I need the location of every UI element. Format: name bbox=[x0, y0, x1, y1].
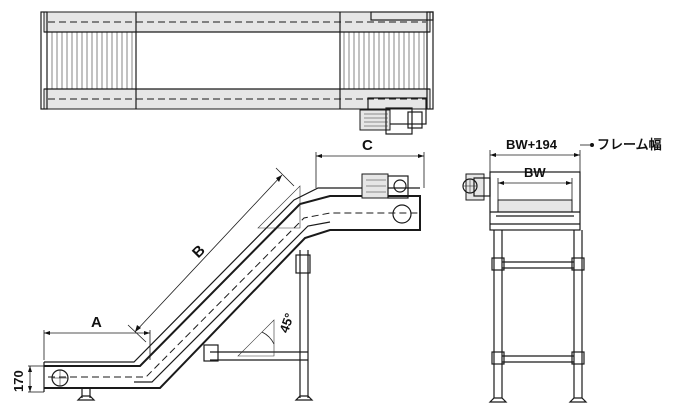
dim-belt-width-label: BW bbox=[524, 165, 546, 180]
side-stands bbox=[76, 250, 314, 401]
plan-slats-right bbox=[343, 32, 425, 89]
end-view bbox=[462, 171, 588, 403]
dim-a-label: A bbox=[91, 314, 102, 331]
head-pulley bbox=[392, 204, 412, 224]
side-motor bbox=[361, 173, 409, 199]
side-view bbox=[43, 173, 421, 401]
plan-view bbox=[40, 11, 434, 135]
dim-height-label: 170 bbox=[11, 370, 26, 392]
dim-b-label: B bbox=[189, 242, 209, 262]
plan-motor bbox=[359, 97, 427, 135]
dim-angle-label: 45° bbox=[276, 311, 297, 335]
plan-slats-left bbox=[51, 32, 133, 89]
dimensions-side bbox=[28, 152, 425, 393]
dimensions-end bbox=[489, 143, 594, 200]
dim-c-label: C bbox=[362, 137, 373, 154]
dim-frame-width-label: BW+194 bbox=[506, 137, 558, 152]
dim-frame-width-note: フレーム幅 bbox=[597, 137, 662, 152]
